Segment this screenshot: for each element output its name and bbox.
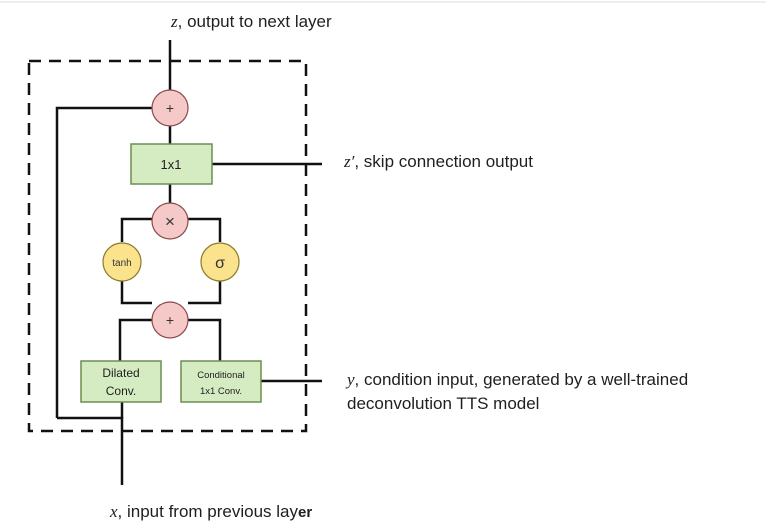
line-input — [57, 416, 124, 485]
line-add-to-dilated — [118, 318, 152, 361]
condition-input-label-line1: y, condition input, generated by a well-… — [345, 370, 688, 389]
skip-output-label: z′, skip connection output — [343, 152, 533, 171]
conditional-conv-label-line1: Conditional — [197, 370, 245, 381]
top-add-op: + — [151, 89, 189, 127]
multiply-op: × — [151, 202, 189, 240]
dashed-block-boundary — [27, 59, 308, 433]
dilated-conv-label-line2: Conv. — [106, 384, 136, 398]
bottom-add-symbol: + — [166, 312, 174, 328]
line-mult-to-sigmoid — [188, 217, 222, 242]
input-text-b: er — [298, 504, 312, 521]
tanh-activation: tanh — [102, 242, 142, 282]
connections — [55, 40, 322, 485]
condition-input-label-line2: deconvolution TTS model — [347, 394, 539, 413]
line-sigmoid-to-add — [188, 280, 222, 305]
dilated-conv-block: Dilated Conv. — [80, 360, 162, 403]
sigmoid-label: σ — [215, 255, 225, 272]
multiply-symbol: × — [165, 212, 175, 231]
cond-text-line1: , condition input, generated by a well-t… — [355, 370, 689, 389]
conv-1x1-label: 1x1 — [161, 157, 182, 172]
line-tanh-to-add — [120, 280, 152, 305]
line-add-to-conditional — [188, 318, 222, 361]
skip-var: z′ — [343, 152, 355, 171]
sigmoid-activation: σ — [200, 242, 240, 282]
top-add-symbol: + — [166, 100, 174, 116]
conditional-conv-label-line2: 1x1 Conv. — [200, 386, 242, 397]
conv-1x1-block: 1x1 — [130, 143, 213, 185]
input-var: x — [109, 502, 118, 521]
conditional-conv-block: Conditional 1x1 Conv. — [180, 360, 262, 403]
output-var: z — [170, 12, 178, 31]
input-text-a: , input from previous lay — [118, 502, 299, 521]
output-text: , output to next layer — [178, 12, 332, 31]
line-mult-to-tanh — [120, 217, 152, 242]
input-label: x, input from previous layer — [109, 502, 312, 521]
tanh-label: tanh — [112, 258, 131, 269]
output-label: z, output to next layer — [170, 12, 332, 31]
residual-path — [55, 106, 152, 418]
skip-text: , skip connection output — [354, 152, 533, 171]
cond-var: y — [345, 370, 355, 389]
dilated-conv-label-line1: Dilated — [102, 366, 139, 380]
bottom-add-op: + — [151, 301, 189, 339]
